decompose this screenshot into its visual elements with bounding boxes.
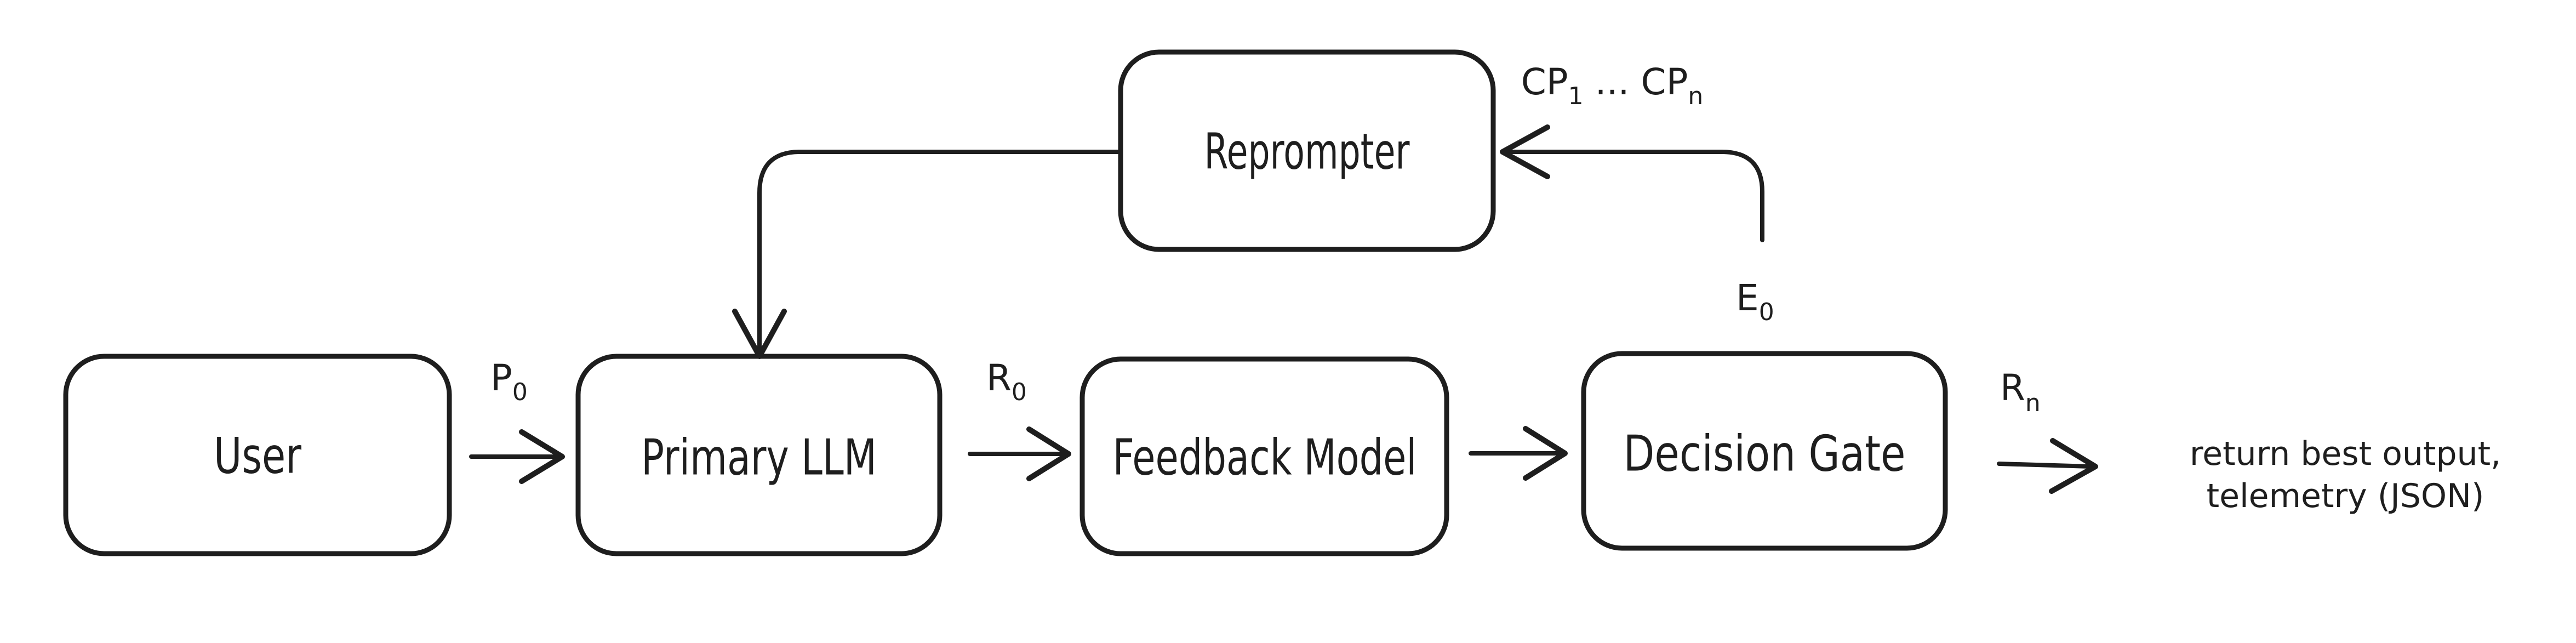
node-reprompter: Reprompter <box>1118 49 1496 252</box>
output-note-line-2: telemetry (JSON) <box>2207 477 2484 515</box>
node-feedback-model-label: Feedback Model <box>1113 429 1417 487</box>
arrow-e0-to-reprompter <box>1500 124 1764 242</box>
edge-label-r0-sub: 0 <box>1012 378 1027 406</box>
arrow-feedback-model-to-decision-gate <box>1469 426 1568 481</box>
edge-label-cp-base1: CP <box>1521 61 1568 103</box>
edge-label-p0: P0 <box>490 357 528 406</box>
edge-label-cp: CP1 ... CPn <box>1521 61 1704 110</box>
output-note: return best output, telemetry (JSON) <box>2190 435 2501 515</box>
edge-label-p0-base: P <box>490 357 512 399</box>
edge-label-cp-mid: ... CP <box>1584 61 1688 103</box>
node-decision-gate: Decision Gate <box>1581 351 1948 551</box>
node-reprompter-label: Reprompter <box>1204 123 1410 181</box>
node-feedback-model-box <box>1079 356 1449 556</box>
node-decision-gate-label: Decision Gate <box>1624 425 1906 483</box>
edge-label-rn-base: R <box>2000 367 2025 409</box>
node-decision-gate-box <box>1581 351 1948 551</box>
edge-label-e0-sub: 0 <box>1759 298 1774 326</box>
edge-label-p0-sub: 0 <box>512 378 528 406</box>
arrow-primary-llm-to-feedback-model <box>968 426 1071 481</box>
edge-label-cp-sub1: 1 <box>1568 82 1584 110</box>
node-primary-llm: Primary LLM <box>575 354 943 556</box>
output-note-line-1: return best output, <box>2190 435 2501 473</box>
arrow-reprompter-to-primary-llm <box>732 150 1121 359</box>
node-user-box <box>63 354 452 556</box>
edge-label-e0-base: E <box>1736 277 1759 319</box>
edge-label-r0: R0 <box>986 357 1027 406</box>
arrow-decision-gate-to-output <box>1997 438 2098 494</box>
node-user-label: User <box>214 428 301 485</box>
node-feedback-model: Feedback Model <box>1079 356 1449 556</box>
arrow-user-to-primary-llm <box>469 429 565 484</box>
edge-label-rn-sub: n <box>2025 389 2041 417</box>
edge-label-r0-base: R <box>986 357 1012 399</box>
edge-label-cp-sub2: n <box>1688 82 1703 110</box>
edge-label-rn: Rn <box>2000 367 2041 417</box>
node-primary-llm-label: Primary LLM <box>641 429 877 487</box>
edge-label-e0: E0 <box>1736 277 1774 326</box>
node-user: User <box>63 354 452 556</box>
